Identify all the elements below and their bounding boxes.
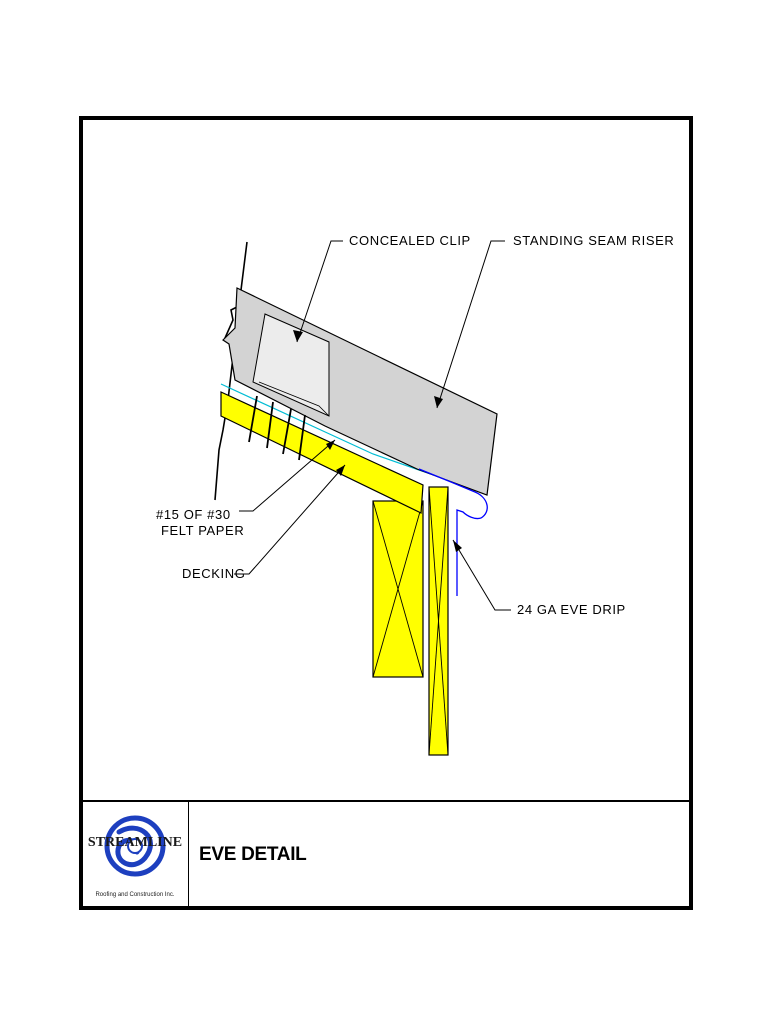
swirl-logo-icon <box>104 815 166 877</box>
detail-title: EVE DETAIL <box>199 844 307 865</box>
title-block: STREAMLINE Roofing and Construction Inc.… <box>83 800 689 906</box>
drawing-sheet: CONCEALED CLIP STANDING SEAM RISER #15 O… <box>79 116 693 910</box>
label-concealed-clip: CONCEALED CLIP <box>349 233 471 248</box>
label-standing-seam-riser: STANDING SEAM RISER <box>513 233 674 248</box>
eve-drip <box>418 468 488 596</box>
leader-eve-drip <box>452 539 511 611</box>
logo-tagline: Roofing and Construction Inc. <box>95 892 175 898</box>
logo-wordmark: STREAMLINE <box>87 835 183 850</box>
company-logo: STREAMLINE Roofing and Construction Inc. <box>83 802 189 906</box>
eve-detail-drawing: CONCEALED CLIP STANDING SEAM RISER #15 O… <box>156 233 674 756</box>
label-eve-drip: 24 GA EVE DRIP <box>517 602 626 617</box>
label-felt-paper-line2: FELT PAPER <box>161 523 244 538</box>
label-felt-paper-line1: #15 OF #30 <box>156 507 231 522</box>
leader-decking <box>234 464 346 575</box>
decking-board <box>220 391 424 514</box>
fasteners <box>248 395 306 461</box>
leader-felt-paper <box>239 439 336 512</box>
label-decking: DECKING <box>182 566 245 581</box>
leader-concealed-clip <box>296 240 343 343</box>
leader-standing-seam-riser <box>436 240 505 409</box>
